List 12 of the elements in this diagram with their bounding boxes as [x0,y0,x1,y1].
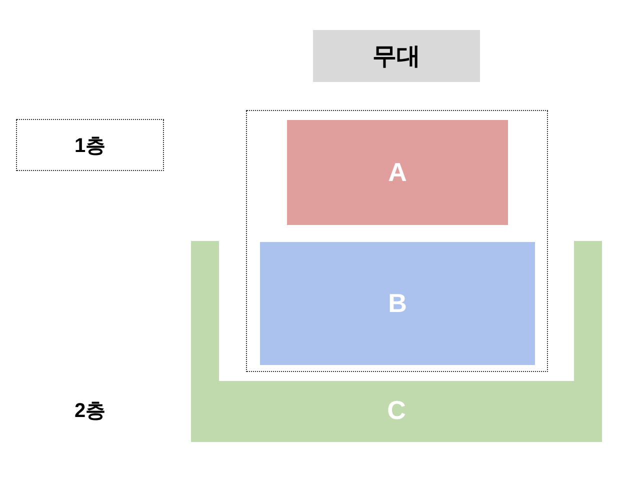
seat-section [287,120,508,225]
section-label: 무대 [372,42,420,72]
section-label: A [388,157,407,188]
section-label: B [388,288,407,319]
floor-label-box [16,119,164,171]
seat-section [260,242,535,365]
seat-section [191,241,602,442]
floor-label: 2층 [74,400,106,422]
section-label: C [387,395,406,426]
section-label: 1층 [74,134,106,158]
stage-box [313,30,480,82]
seating-area-outline [246,110,548,372]
